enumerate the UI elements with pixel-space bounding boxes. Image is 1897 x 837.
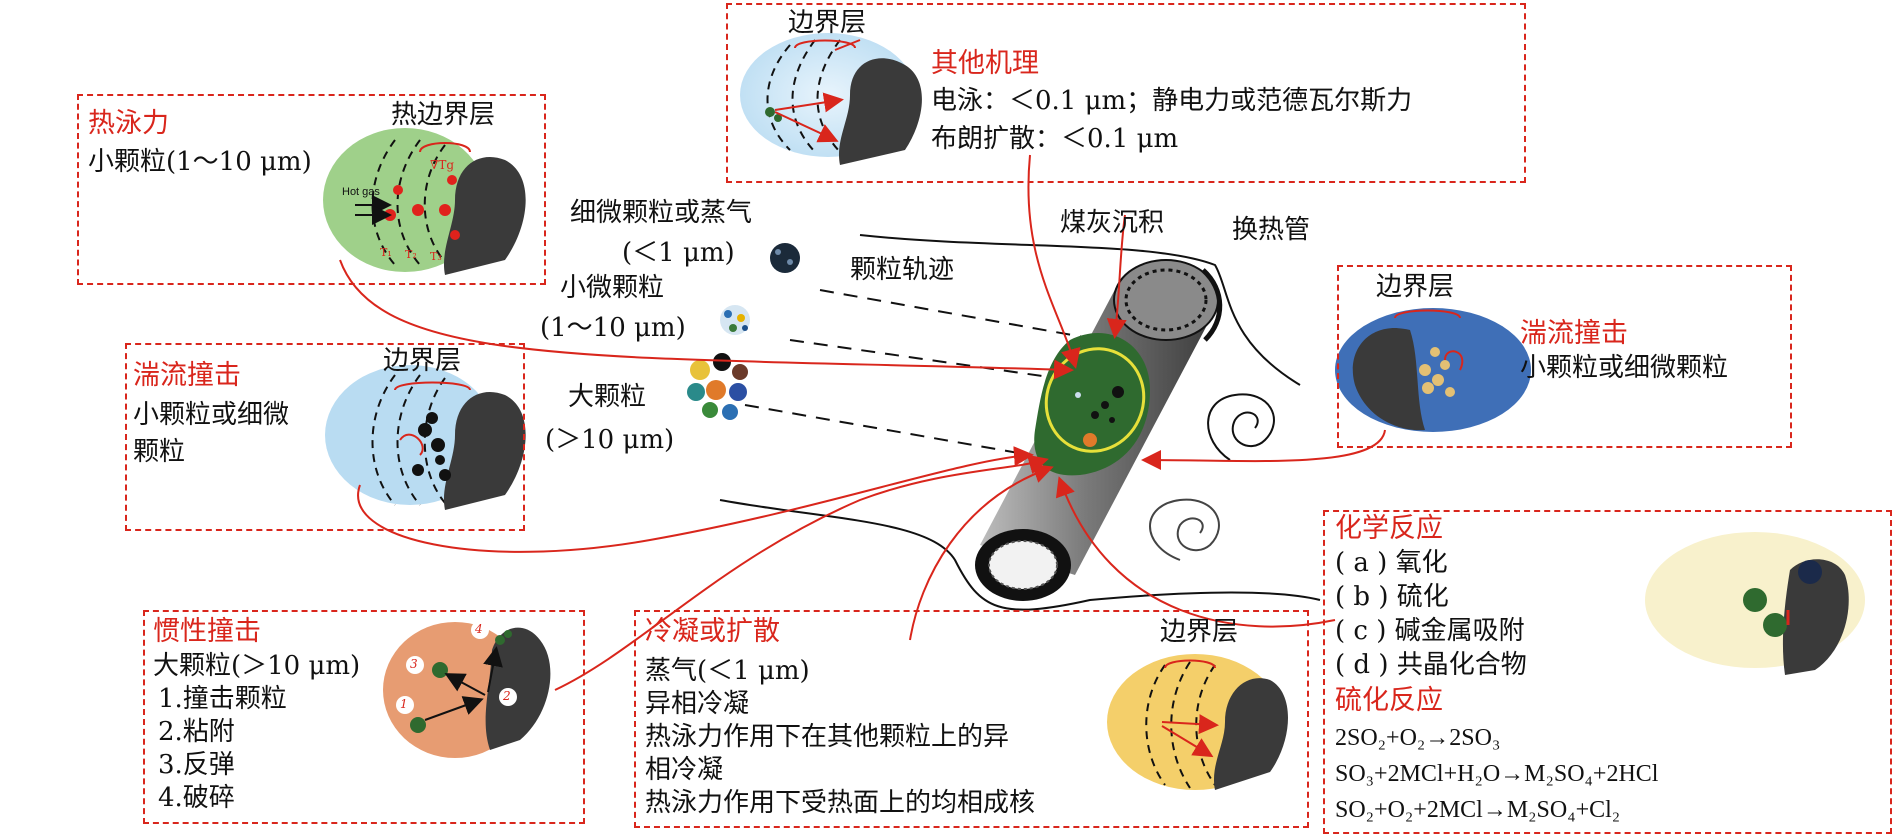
thermophoresis-inset <box>323 128 526 275</box>
inertia-marker-1: 1 <box>400 697 408 711</box>
other-mechanism-inset <box>740 33 922 165</box>
turbulent-left-title: 湍流撞击 <box>133 360 241 391</box>
chem-item-a: ( a ) 氧化 <box>1335 548 1448 578</box>
fine-particles-label: 细微颗粒或蒸气 <box>570 198 753 228</box>
other-mechanism-line2: 布朗扩散：＜0.1 μm <box>931 124 1179 154</box>
inertia-line1: 大颗粒(＞10 μm) <box>153 651 361 681</box>
vortex-upper <box>1207 393 1275 461</box>
flow-lower-line <box>719 499 1321 611</box>
inertia-item-2: 2.粘附 <box>158 717 235 747</box>
turbulent-left-line2: 颗粒 <box>133 437 186 467</box>
large-particle-cluster <box>687 353 748 420</box>
chem-item-b: ( b ) 硫化 <box>1335 582 1449 612</box>
condense-line-3: 热泳力作用下在其他颗粒上的异 <box>645 722 1010 752</box>
heat-tube-label: 换热管 <box>1232 215 1311 245</box>
condense-line-1: 蒸气(＜1 μm) <box>645 656 810 686</box>
condense-line-5: 热泳力作用下受热面上的均相成核 <box>645 788 1036 818</box>
inertia-item-3: 3.反弹 <box>158 750 235 780</box>
turbulent-right-inset <box>1335 308 1531 432</box>
equation-2: SO₃+2MCl+H₂O→M₂SO₄+2HCl <box>1335 761 1659 787</box>
small-particle-cluster <box>720 305 750 335</box>
chemistry-inset <box>1645 532 1865 675</box>
particle-trajectories <box>744 289 1101 456</box>
equation-1: 2SO₂+O₂→2SO₃ <box>1335 725 1501 751</box>
condense-boundary-label: 边界层 <box>1160 617 1239 647</box>
condense-title: 冷凝或扩散 <box>645 616 780 647</box>
inertia-title: 惯性撞击 <box>153 616 261 647</box>
inertia-inset <box>383 621 551 758</box>
condensation-box <box>634 610 1309 828</box>
t2-label: T₂ <box>405 248 417 261</box>
hot-gas-label: Hot gas <box>342 186 380 198</box>
chem-title: 化学反应 <box>1335 513 1443 544</box>
turbulent-left-line1: 小颗粒或细微 <box>133 400 290 430</box>
large-particles-label: 大颗粒 <box>568 382 647 412</box>
thermophoresis-title: 热泳力 <box>88 108 169 139</box>
turbulent-right-title: 湍流撞击 <box>1520 318 1628 349</box>
other-boundary-label: 边界层 <box>788 8 867 38</box>
condense-boundary-brace <box>1164 659 1216 669</box>
small-particles-size: (1～10 μm) <box>540 313 686 343</box>
grad-tg-label: ∇Tg <box>430 158 455 172</box>
chem-item-c: ( c ) 碱金属吸附 <box>1335 616 1525 646</box>
turbulent-right-boundary-label: 边界层 <box>1376 272 1455 302</box>
thermal-boundary-label: 热边界层 <box>391 100 496 130</box>
chem-item-d: ( d ) 共晶化合物 <box>1335 650 1527 680</box>
condensation-inset <box>1107 654 1289 790</box>
t1-label: T₁ <box>380 246 392 259</box>
fine-particle-cluster <box>770 243 800 273</box>
small-particles-label: 小微颗粒 <box>560 273 665 303</box>
left-turb-brace <box>394 381 471 391</box>
trajectory-label: 颗粒轨迹 <box>850 255 955 285</box>
other-mechanism-title: 其他机理 <box>931 48 1039 79</box>
chemistry-box <box>1323 510 1892 834</box>
condense-line-2: 异相冷凝 <box>645 689 750 719</box>
condense-line-4: 相冷凝 <box>645 755 724 785</box>
turbulent-left-boundary-label: 边界层 <box>383 346 462 376</box>
inertia-marker-3: 3 <box>410 657 418 671</box>
t3-label: T₃ <box>430 250 442 263</box>
inertia-item-1: 1.撞击颗粒 <box>158 684 287 714</box>
connector-arrows <box>339 154 1386 691</box>
turbulent-right-line1: 小颗粒或细微颗粒 <box>1520 353 1729 383</box>
inertia-item-4: 4.破碎 <box>158 783 235 813</box>
vortex-lower <box>1149 498 1220 561</box>
thermophoresis-line1: 小颗粒(1～10 μm) <box>88 147 312 177</box>
turbulent-left-inset <box>325 365 526 510</box>
inertia-box <box>143 610 585 824</box>
inertia-marker-4: 4 <box>475 622 483 636</box>
other-boundary-brace <box>794 39 856 49</box>
thermophoresis-box <box>77 94 546 285</box>
sulfation-subtitle: 硫化反应 <box>1335 685 1443 716</box>
equation-3: SO₂+O₂+2MCl→M₂SO₄+Cl₂ <box>1335 797 1621 823</box>
other-mechanism-box <box>726 3 1526 183</box>
ash-deposit-label: 煤灰沉积 <box>1060 208 1165 238</box>
thermal-boundary-brace <box>419 142 471 153</box>
fine-particles-size: (＜1 μm) <box>622 238 735 268</box>
right-turb-brace <box>1394 309 1461 319</box>
other-mechanism-line1: 电泳：＜0.1 μm；静电力或范德瓦尔斯力 <box>931 86 1413 116</box>
inertia-marker-2: 2 <box>503 689 511 703</box>
large-particles-size: (＞10 μm) <box>545 425 675 455</box>
flow-upper-line <box>859 234 1301 386</box>
turbulent-left-box <box>125 343 525 531</box>
turbulent-right-box <box>1337 265 1792 448</box>
